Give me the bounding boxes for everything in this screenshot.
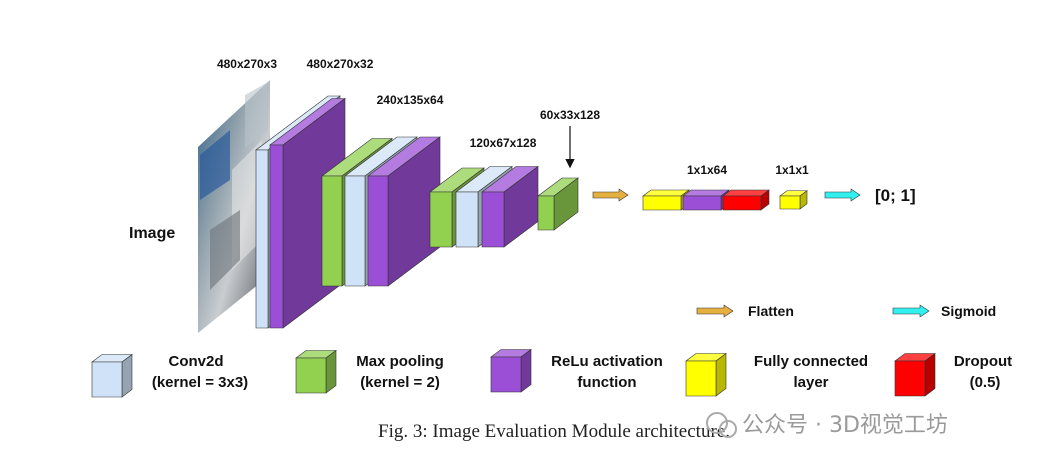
legend-relu-cube-side bbox=[520, 348, 532, 393]
legend-pool-cube-front bbox=[295, 357, 327, 394]
legend-fc-label-2: layer bbox=[793, 374, 828, 391]
layer-relu-2-front bbox=[367, 175, 389, 287]
legend-dropout-cube bbox=[894, 352, 936, 397]
figure-caption: Fig. 3: Image Evaluation Module architec… bbox=[378, 421, 730, 442]
legend-relu-cube-front bbox=[490, 356, 522, 393]
layer-dropout bbox=[722, 189, 770, 211]
legend-blocks bbox=[91, 348, 936, 398]
flow-arrows bbox=[592, 188, 930, 318]
layer-conv-3-front bbox=[455, 191, 479, 248]
layer-conv-1-front bbox=[255, 149, 269, 329]
layer-fc-1 bbox=[642, 189, 690, 211]
legend-fc-cube-side bbox=[715, 352, 727, 397]
layer-pool-4-front bbox=[537, 195, 555, 231]
dim-fc2-label: 1x1x1 bbox=[775, 163, 809, 177]
legend-dropout-label-1: Dropout bbox=[954, 353, 1012, 370]
layer-relu-fc-front bbox=[682, 195, 722, 211]
layer-dropout-front bbox=[722, 195, 762, 211]
legend-pool-label-1: Max pooling bbox=[356, 353, 444, 370]
flatten-arrow bbox=[592, 188, 629, 202]
dim-block2-label: 240x135x64 bbox=[377, 93, 444, 107]
watermark-text: 公众号 · 3D视觉工坊 bbox=[742, 413, 948, 438]
legend-relu-label-2: function bbox=[577, 374, 636, 391]
legend-pool-label-2: (kernel = 2) bbox=[360, 374, 440, 391]
legend-conv-label-2: (kernel = 3x3) bbox=[152, 374, 248, 391]
layer-relu-3-front bbox=[481, 191, 505, 248]
layer-relu-fc bbox=[682, 189, 730, 211]
layer-fc-2 bbox=[779, 190, 808, 210]
layer-fc-1-front bbox=[642, 195, 682, 211]
legend-pool-cube-side bbox=[325, 349, 337, 394]
legend-flatten-arrow bbox=[696, 304, 734, 318]
dim-input-label: 480x270x3 bbox=[217, 57, 277, 71]
layer-conv-2-front bbox=[344, 175, 366, 287]
legend-flatten-label: Flatten bbox=[748, 303, 794, 319]
layer-relu-3 bbox=[481, 165, 539, 248]
legend-conv-label-1: Conv2d bbox=[168, 353, 223, 370]
layer-pool-4 bbox=[537, 177, 579, 231]
layer-pool-2-front bbox=[321, 175, 343, 287]
legend-fc-cube bbox=[685, 352, 727, 397]
input-label: Image bbox=[129, 225, 175, 242]
input-image bbox=[198, 80, 270, 333]
layer-relu-1-front bbox=[269, 144, 284, 329]
legend-fc-label-1: Fully connected bbox=[754, 353, 868, 370]
legend-dropout-label-2: (0.5) bbox=[970, 374, 1001, 391]
legend-dropout-cube-front bbox=[894, 360, 926, 397]
legend-relu-label-1: ReLu activation bbox=[551, 353, 663, 370]
legend-sigmoid-label: Sigmoid bbox=[941, 303, 996, 319]
layer-blocks bbox=[255, 95, 808, 329]
dim-fc1-label: 1x1x64 bbox=[687, 163, 727, 177]
legend-conv-cube-front bbox=[91, 361, 123, 398]
legend-pool-cube bbox=[295, 349, 337, 394]
sigmoid-arrow bbox=[824, 188, 861, 202]
layer-pool-3-front bbox=[429, 191, 453, 248]
dim-pool-out-label: 60x33x128 bbox=[540, 108, 600, 122]
wechat-icon bbox=[706, 412, 728, 434]
legend-dropout-cube-side bbox=[924, 352, 936, 397]
legend-sigmoid-arrow bbox=[892, 304, 930, 318]
legend-relu-cube bbox=[490, 348, 532, 393]
dim-conv1-label: 480x270x32 bbox=[307, 57, 374, 71]
layer-fc-2-front bbox=[779, 195, 801, 210]
legend-fc-cube-front bbox=[685, 360, 717, 397]
legend-conv-cube-side bbox=[121, 353, 133, 398]
legend-conv-cube bbox=[91, 353, 133, 398]
watermark: 公众号 · 3D视觉工坊 bbox=[706, 412, 948, 438]
output-range: [0; 1] bbox=[875, 186, 916, 205]
dim-block3-label: 120x67x128 bbox=[470, 136, 537, 150]
layer-relu-2 bbox=[367, 136, 441, 287]
